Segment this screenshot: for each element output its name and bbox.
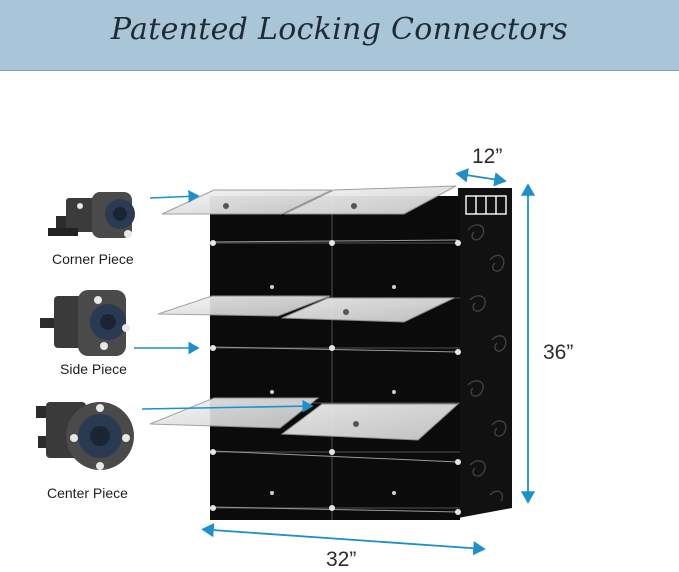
door-bottom-left: [149, 397, 320, 429]
height-label: 36”: [543, 341, 574, 364]
cabinet-front: [210, 196, 460, 520]
dimension-arrows: [201, 168, 536, 556]
title-banner: Patented Locking Connectors: [0, 0, 679, 71]
door-handles: [270, 285, 396, 495]
center-pointer-arrow: [141, 399, 314, 413]
pointer-arrows: [134, 190, 314, 413]
swirl-pattern: [467, 224, 507, 502]
door-knobs: [223, 203, 359, 427]
top-rack: [465, 195, 507, 215]
front-connectors: [210, 240, 461, 515]
depth-arrow: [455, 168, 507, 187]
door-mid-right: [281, 297, 455, 323]
shoe-cabinet: [149, 185, 512, 520]
side-connector-icon: [40, 290, 130, 356]
width-label: 32”: [326, 548, 357, 571]
cabinet-doors: [149, 185, 460, 441]
depth-label: 12”: [472, 145, 503, 168]
center-connector-icon: [36, 402, 134, 470]
side-piece-label: Side Piece: [60, 361, 127, 377]
corner-pointer-arrow: [149, 190, 200, 203]
door-bottom-right: [280, 403, 460, 441]
corner-piece-label: Corner Piece: [52, 251, 134, 267]
center-piece-label: Center Piece: [47, 485, 128, 501]
corner-connector-icon: [48, 192, 135, 238]
door-mid-left: [157, 295, 331, 317]
banner-title: Patented Locking Connectors: [110, 12, 569, 47]
width-arrow: [201, 522, 486, 556]
shelf-edges: [211, 239, 459, 513]
